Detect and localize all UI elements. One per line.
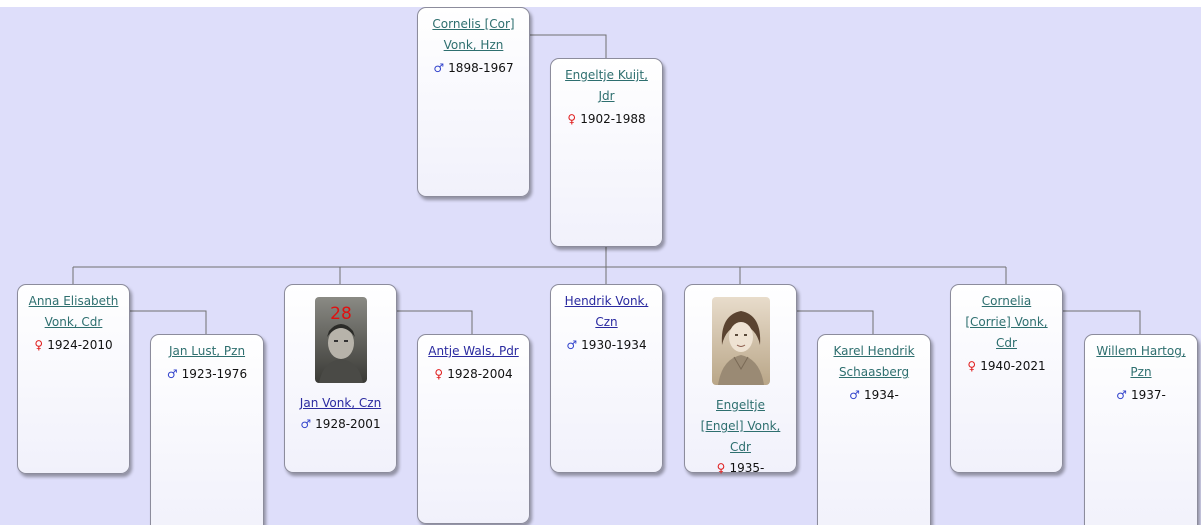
male-icon: ♂ — [300, 417, 312, 431]
life-years: 1928-2001 — [315, 417, 381, 431]
person-card-child-4: Engeltje [Engel] Vonk, Cdr ♀1935- — [684, 284, 797, 476]
person-photo-child-4[interactable] — [711, 297, 770, 385]
person-link-child-4[interactable]: Engeltje [Engel] Vonk, Cdr — [700, 398, 781, 454]
person-card-child-3: Hendrik Vonk, Czn ♂1930-1934 — [550, 284, 663, 473]
life-years: 1930-1934 — [581, 338, 647, 352]
life-years: 1924-2010 — [47, 338, 113, 352]
person-link-child-1[interactable]: Anna Elisabeth Vonk, Cdr — [28, 294, 119, 329]
person-card-spouse-4: Karel Hendrik Schaasberg ♂1934- — [817, 334, 931, 525]
male-icon: ♂ — [433, 61, 445, 75]
person-card-spouse-2: Antje Wals, Pdr ♀1928-2004 — [417, 334, 530, 524]
life-years: 1937- — [1130, 388, 1166, 402]
portrait-photo-icon — [711, 297, 770, 385]
male-icon: ♂ — [849, 388, 860, 402]
person-life-child-2: ♂1928-2001 — [285, 416, 396, 432]
family-tree-chart: Cornelis [Cor] Vonk, Hzn ♂1898-1967 Enge… — [0, 7, 1201, 525]
person-life-child-4: ♀1935- — [685, 460, 796, 476]
person-link-spouse-5[interactable]: Willem Hartog, Pzn — [1096, 344, 1186, 379]
person-link-child-5[interactable]: Cornelia [Corrie] Vonk, Cdr — [965, 294, 1048, 350]
life-years: 1902-1988 — [580, 112, 646, 126]
person-link-father[interactable]: Cornelis [Cor] Vonk, Hzn — [432, 17, 515, 52]
person-life-child-3: ♂1930-1934 — [551, 337, 662, 353]
life-years: 1928-2004 — [447, 367, 513, 381]
female-icon: ♀ — [34, 338, 44, 352]
life-years: 1935- — [729, 461, 765, 475]
portrait-photo-icon: 28 — [314, 297, 367, 383]
person-link-spouse-4[interactable]: Karel Hendrik Schaasberg — [833, 344, 915, 379]
female-icon: ♀ — [716, 461, 726, 475]
person-card-spouse-1: Jan Lust, Pzn ♂1923-1976 — [150, 334, 264, 525]
person-link-child-3[interactable]: Hendrik Vonk, Czn — [564, 294, 649, 329]
person-link-child-2[interactable]: Jan Vonk, Czn — [299, 396, 382, 410]
life-years: 1940-2021 — [980, 359, 1046, 373]
tree-connector-lines — [72, 34, 1141, 334]
female-icon: ♀ — [967, 359, 977, 373]
male-icon: ♂ — [1116, 388, 1127, 402]
life-years: 1923-1976 — [181, 367, 248, 381]
person-card-mother: Engeltje Kuijt, Jdr ♀1902-1988 — [550, 58, 663, 247]
female-icon: ♀ — [434, 367, 444, 381]
person-life-spouse-5: ♂1937- — [1085, 387, 1197, 403]
male-icon: ♂ — [566, 338, 578, 352]
female-icon: ♀ — [567, 112, 577, 126]
person-card-child-1: Anna Elisabeth Vonk, Cdr ♀1924-2010 — [17, 284, 130, 474]
person-life-child-5: ♀1940-2021 — [951, 358, 1062, 374]
life-years: 1934- — [863, 388, 899, 402]
male-icon: ♂ — [166, 367, 178, 381]
life-years: 1898-1967 — [448, 61, 514, 75]
person-card-father: Cornelis [Cor] Vonk, Hzn ♂1898-1967 — [417, 7, 530, 197]
person-life-spouse-2: ♀1928-2004 — [418, 366, 529, 382]
photo-caption: 28 — [330, 304, 352, 324]
person-link-spouse-1[interactable]: Jan Lust, Pzn — [168, 344, 246, 358]
person-card-child-5: Cornelia [Corrie] Vonk, Cdr ♀1940-2021 — [950, 284, 1063, 473]
person-life-child-1: ♀1924-2010 — [18, 337, 129, 353]
person-life-father: ♂1898-1967 — [418, 60, 529, 76]
person-card-child-2: 28 Jan Vonk, Czn ♂1928-2001 — [284, 284, 397, 473]
person-life-mother: ♀1902-1988 — [551, 111, 662, 127]
person-link-mother[interactable]: Engeltje Kuijt, Jdr — [565, 68, 648, 103]
person-life-spouse-1: ♂1923-1976 — [151, 366, 263, 382]
person-photo-child-2[interactable]: 28 — [314, 297, 367, 383]
person-life-spouse-4: ♂1934- — [818, 387, 930, 403]
person-card-spouse-5: Willem Hartog, Pzn ♂1937- — [1084, 334, 1198, 525]
person-link-spouse-2[interactable]: Antje Wals, Pdr — [428, 344, 519, 358]
